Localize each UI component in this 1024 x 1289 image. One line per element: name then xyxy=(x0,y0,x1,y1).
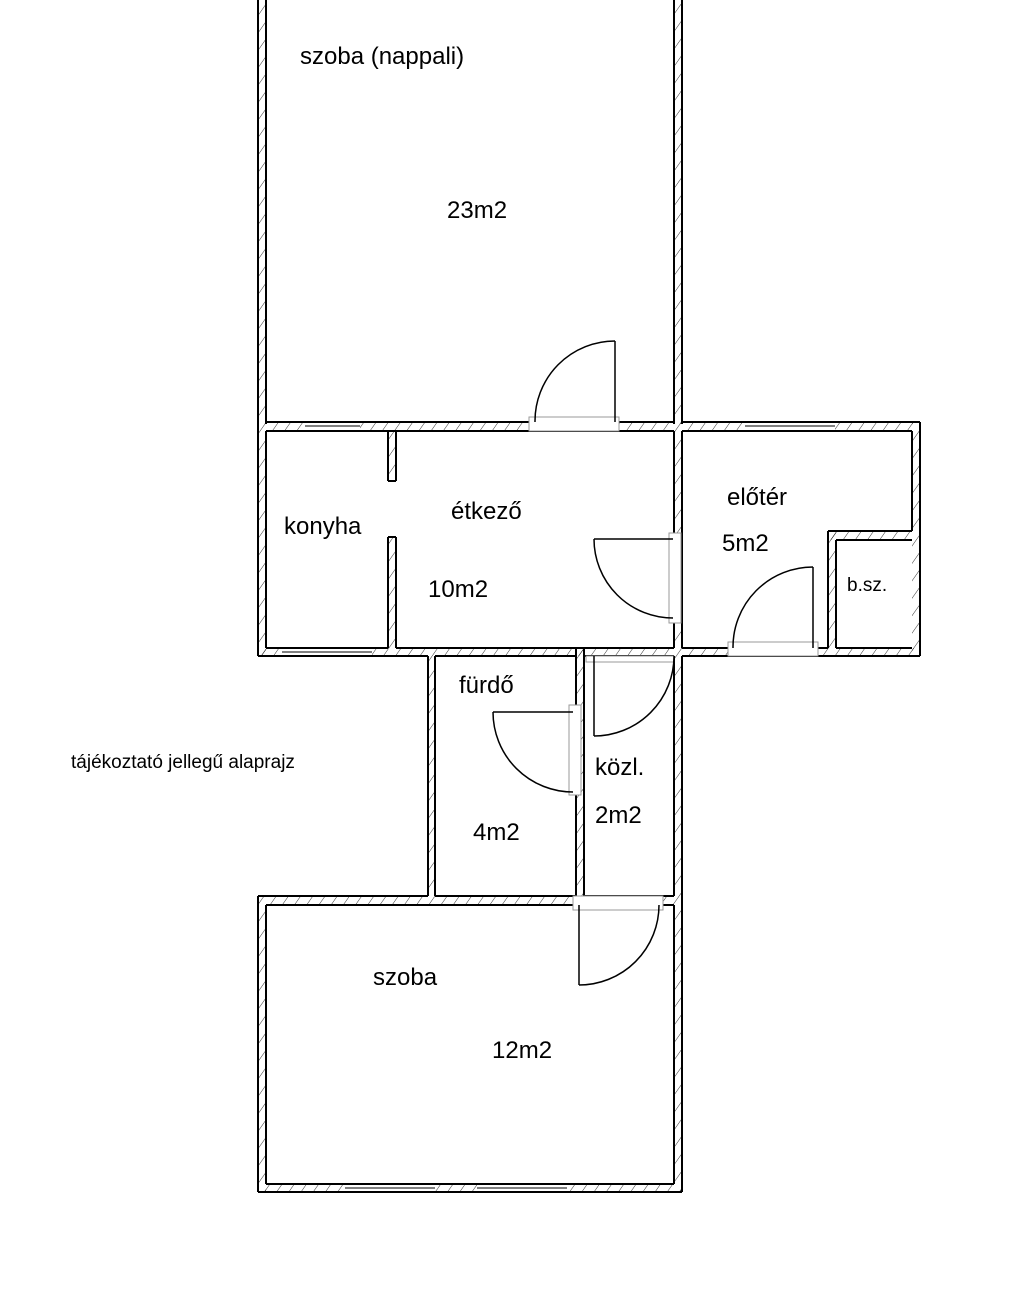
walls xyxy=(257,0,921,1193)
wall-bedroom-top xyxy=(258,896,682,905)
bedroom-area: 12m2 xyxy=(492,1037,552,1064)
wall-living-right xyxy=(674,0,682,424)
wall-hall-right xyxy=(912,422,920,656)
door-hall xyxy=(727,566,819,657)
dining-name: étkező xyxy=(451,498,522,525)
dining-area: 10m2 xyxy=(428,576,488,603)
hall-name: előtér xyxy=(727,484,787,511)
wall-middle-bottom xyxy=(258,648,920,656)
windows xyxy=(282,423,835,1191)
wall-kitchen-stub-top xyxy=(388,431,396,481)
wall-kitchen-left xyxy=(258,431,266,656)
door-dining-hall xyxy=(593,532,682,624)
living-room-area: 23m2 xyxy=(447,197,507,224)
wall-bedroom-left xyxy=(258,905,266,1192)
bath-name: fürdő xyxy=(459,672,514,699)
living-room-name: szoba (nappali) xyxy=(300,43,464,70)
hall-area: 5m2 xyxy=(722,530,769,557)
wall-pantry-left xyxy=(828,531,836,648)
wall-living-left xyxy=(258,0,266,424)
room-labels: szoba (nappali) 23m2 konyha étkező 10m2 … xyxy=(71,43,887,1064)
wall-pantry-top xyxy=(828,531,912,540)
wall-kitchen-stub-bottom xyxy=(388,537,396,648)
doors xyxy=(492,340,819,986)
kitchen-name: konyha xyxy=(284,513,362,540)
wall-bath-left xyxy=(428,656,435,896)
door-bath xyxy=(492,704,582,796)
pantry-name: b.sz. xyxy=(847,575,887,596)
bedroom-name: szoba xyxy=(373,964,438,991)
door-corridor xyxy=(585,655,675,737)
door-bedroom xyxy=(572,895,664,986)
corridor-area: 2m2 xyxy=(595,802,642,829)
plan-note: tájékoztató jellegű alaprajz xyxy=(71,752,295,773)
wall-bedroom-right xyxy=(674,905,682,1192)
bath-area: 4m2 xyxy=(473,819,520,846)
wall-bedroom-bottom xyxy=(258,1184,682,1192)
wall-corridor-right xyxy=(674,656,682,896)
corridor-name: közl. xyxy=(595,754,644,781)
door-living xyxy=(528,340,620,432)
